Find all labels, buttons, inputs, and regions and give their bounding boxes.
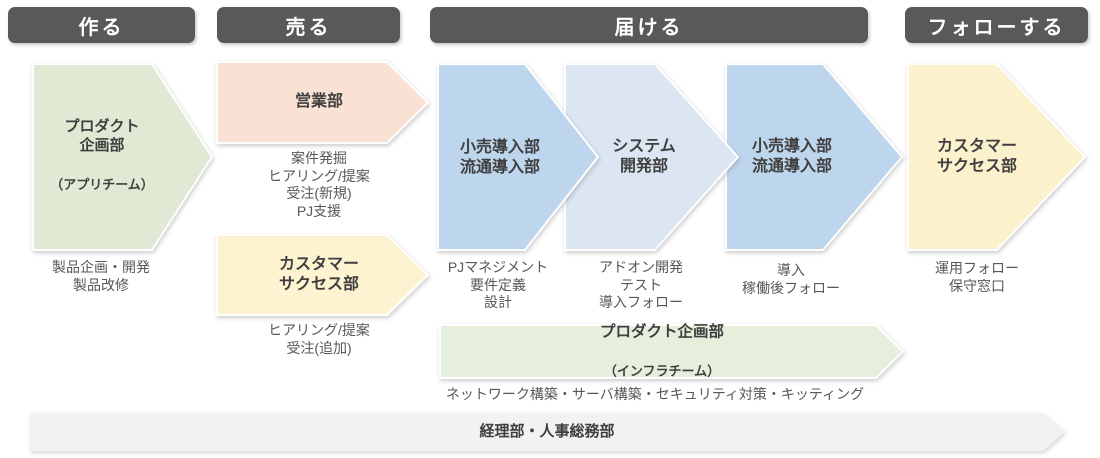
customer-success-sell-arrow-shape bbox=[216, 234, 429, 316]
sales-arrow-shape bbox=[216, 61, 429, 144]
phase-bar-make: 作る bbox=[8, 7, 195, 43]
customer-success-follow-arrow-shape bbox=[907, 63, 1086, 251]
admin-banner-shape bbox=[30, 413, 1065, 451]
product-planning-app-arrow-shape bbox=[32, 63, 213, 251]
infra-banner-shape bbox=[439, 324, 904, 379]
phase-bar-deliver: 届ける bbox=[430, 7, 868, 43]
phase-bar-sell: 売る bbox=[217, 7, 400, 43]
phase-bar-follow: フォローする bbox=[905, 7, 1088, 43]
retail-deploy-1-arrow-shape bbox=[437, 63, 599, 251]
system-dev-arrow-shape bbox=[564, 63, 739, 251]
retail-deploy-2-arrow-shape bbox=[725, 63, 903, 251]
